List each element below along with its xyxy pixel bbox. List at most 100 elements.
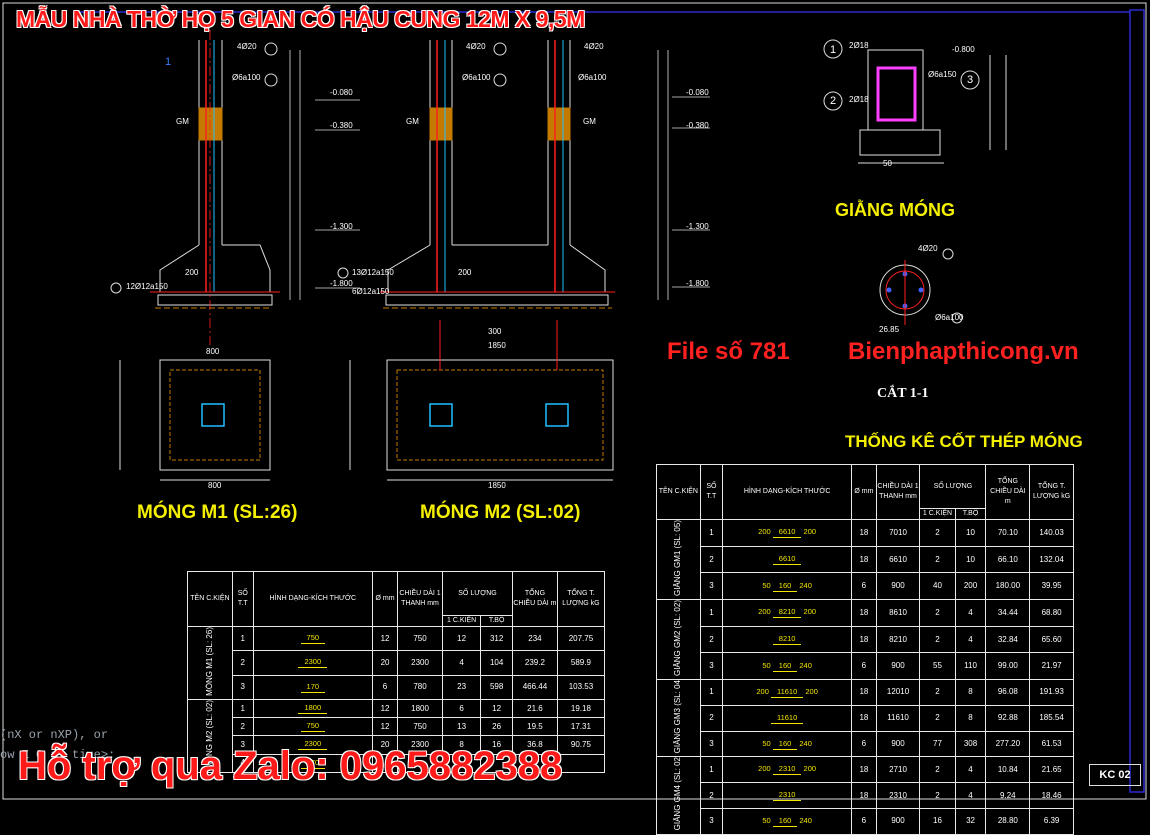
table-cell: 18	[851, 599, 877, 627]
table-cell	[371, 753, 399, 773]
rt-h-hinh: HÌNH DẠNG-KÍCH THƯỚC	[722, 464, 853, 520]
table-cell: 900	[875, 652, 921, 681]
shape-cell: 200 11610 200	[722, 679, 853, 706]
table-cell: 90.75	[556, 735, 606, 755]
table-cell: 18	[851, 625, 877, 654]
cat-heading: CẮT 1-1	[877, 386, 929, 401]
table-cell: 2	[699, 704, 724, 732]
table-cell: 77	[919, 730, 956, 758]
table-cell: 18	[851, 545, 877, 574]
table-cell: 2710	[875, 756, 921, 784]
table-cell: 9.24	[985, 782, 1031, 809]
table-cell: 140.03	[1029, 519, 1074, 547]
table-cell: 92.88	[985, 704, 1031, 732]
outer-frame	[2, 2, 1147, 800]
table-cell: 308	[954, 730, 987, 758]
column-cut-section	[879, 260, 931, 325]
website-label: Bienphapthicong.vn	[848, 338, 1079, 365]
dim-1650: 300	[488, 327, 502, 336]
table-cell: 96.08	[985, 679, 1031, 706]
rebar-label-13d12: 13Ø12a150	[352, 268, 394, 277]
table-cell: 21.65	[1029, 756, 1074, 784]
table-cell	[441, 753, 482, 773]
table-cell: 99.00	[985, 652, 1031, 681]
shape-cell: 50 160 240	[722, 572, 853, 601]
rt-h-tcd: TỔNG CHIỀU DÀI m	[985, 464, 1031, 520]
table-cell: 18	[851, 519, 877, 547]
table-cell: 277.20	[985, 730, 1031, 758]
plan-m2	[349, 359, 614, 481]
gm-label-3: GM	[583, 117, 596, 126]
table-cell: 2	[919, 756, 956, 784]
shape-cell: 6610	[722, 545, 853, 574]
group-name: GIẰNG GM3 (SL: 04	[673, 680, 683, 754]
table-cell: 18	[851, 704, 877, 732]
table-cell: 2	[231, 650, 254, 676]
bubble-3: 3	[967, 74, 974, 86]
gm-label-2: GM	[406, 117, 419, 126]
table-cell: 32	[954, 807, 987, 835]
table-cell: 6	[851, 807, 877, 835]
table-cell: 26	[480, 717, 513, 737]
table-cell: 6	[851, 730, 877, 758]
table-cell: 6.39	[1029, 807, 1074, 835]
table-cell: 3	[699, 807, 724, 835]
dim-220-beam: 50	[883, 159, 892, 168]
gm-label-1: GM	[176, 117, 189, 126]
table-cell: 900	[875, 807, 921, 835]
table-cell: 2	[919, 704, 956, 732]
table-cell: 466.44	[512, 674, 558, 700]
table-cell: 104	[480, 650, 513, 676]
table-cell: 7010	[875, 519, 921, 547]
table-cell: 32.84	[985, 625, 1031, 654]
table-cell: 3	[699, 652, 724, 681]
table-cell: 180.00	[985, 572, 1031, 601]
left-rebar-table: TÊN C.KIỆN SỐ T.T HÌNH DẠNG-KÍCH THƯỚC Ø…	[187, 571, 606, 773]
table-cell: 6	[371, 674, 399, 700]
table-cell: 4	[954, 625, 987, 654]
shape-cell: 170	[252, 753, 373, 773]
lt-h-tcd: TỔNG CHIỀU DÀI m	[512, 571, 558, 627]
table-cell: 2	[919, 782, 956, 809]
table-cell: 1	[231, 625, 254, 652]
table-cell: 12	[371, 625, 399, 652]
plan-m1	[119, 359, 271, 481]
table-cell: 8	[954, 704, 987, 732]
table-cell: 3	[231, 674, 254, 700]
drawing-title: MẪU NHÀ THỜ HỌ 5 GIAN CÓ HẬU CUNG 12M X …	[16, 6, 585, 32]
table-cell	[556, 753, 606, 773]
group-name: GIẰNG GM4 (SL: 02	[673, 757, 683, 831]
table-cell: 4	[954, 599, 987, 627]
table-cell: 55	[919, 652, 956, 681]
sheet-code: KC 02	[1089, 764, 1141, 786]
table-cell: 2	[919, 679, 956, 706]
table-cell: 185.54	[1029, 704, 1074, 732]
table-cell: 61.53	[1029, 730, 1074, 758]
elev-m1-a: -0.080	[330, 88, 353, 97]
command-line-1: (nX or nXP), or	[0, 728, 109, 742]
table-cell: 110	[954, 652, 987, 681]
bubble-2: 2	[830, 95, 837, 107]
table-cell: 28.80	[985, 807, 1031, 835]
elevation-markers	[289, 50, 710, 300]
lt-h-stt: SỐ T.T	[231, 571, 254, 627]
right-rebar-table: TÊN C.KIỆN SỐ T.T HÌNH DẠNG-KÍCH THƯỚC Ø…	[656, 464, 1074, 835]
group-cell: GIẰNG GM1 (SL: 05)	[656, 518, 701, 601]
table-cell: 39.95	[1029, 572, 1074, 601]
group-name: MÓNG M1 (SL: 26)	[204, 627, 214, 696]
table-cell: 20	[371, 650, 399, 676]
right-frame-line	[1129, 9, 1145, 793]
rebar-cut-2: Ø6a100	[935, 313, 964, 322]
group-name: GIẰNG GM1 (SL: 05)	[673, 520, 683, 597]
lt-h-phi: Ø mm	[371, 571, 399, 627]
lt-h-1ck: 1 C.KIỆN	[441, 615, 482, 627]
table-cell: 1	[699, 599, 724, 627]
